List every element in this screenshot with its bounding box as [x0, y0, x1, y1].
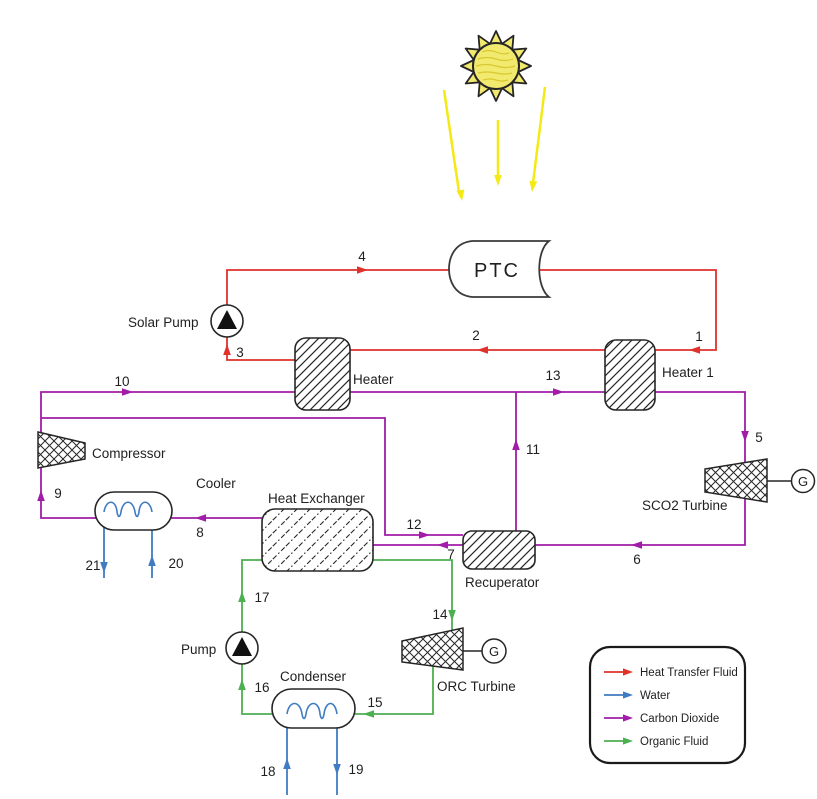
legend-label-water: Water — [640, 690, 670, 702]
legend-box — [588, 645, 747, 765]
arrow-stream-19 — [333, 764, 341, 775]
solar-pump-label: Solar Pump — [128, 315, 199, 330]
sun-icon — [460, 30, 532, 102]
orc-generator — [481, 638, 507, 664]
stream-label-1: 1 — [695, 329, 703, 344]
heater-block — [294, 337, 351, 411]
arrow-stream-12 — [419, 531, 430, 539]
co2-arrows — [37, 388, 749, 549]
solar-pump-impeller — [217, 310, 237, 329]
heater1-label: Heater 1 — [662, 365, 714, 380]
stream-label-8: 8 — [196, 525, 204, 540]
orc-turbine-label: ORC Turbine — [437, 679, 516, 694]
stream-label-6: 6 — [633, 552, 641, 567]
stream-label-7: 7 — [447, 547, 455, 562]
pump-impeller — [232, 637, 252, 656]
arrow-stream-10 — [122, 388, 133, 396]
heater-label: Heater — [353, 372, 394, 387]
cooler-coil — [103, 501, 153, 518]
legend-swatch-htf-arrow — [623, 668, 633, 676]
stream-label-15: 15 — [367, 695, 382, 710]
legend-label-htf: Heat Transfer Fluid — [640, 667, 738, 679]
arrow-stream-4 — [357, 266, 368, 274]
heat-exchanger-label: Heat Exchanger — [268, 491, 365, 506]
stream-label-21: 21 — [85, 558, 100, 573]
stream-label-14: 14 — [432, 607, 448, 622]
stream-label-10: 10 — [114, 374, 129, 389]
compressor-symbol — [37, 431, 86, 469]
sco2-turbine-label: SCO2 Turbine — [642, 498, 728, 513]
orc-line-pump-hx-turbine — [241, 559, 453, 645]
arrow-stream-11 — [512, 439, 520, 450]
stream-label-17: 17 — [254, 590, 269, 605]
orc-turbine-symbol — [401, 627, 464, 671]
recuperator-block — [462, 530, 536, 570]
arrow-stream-6 — [631, 541, 642, 549]
condenser-coil — [286, 702, 338, 720]
ptc-label: PTC — [474, 260, 520, 282]
stream-label-2: 2 — [472, 328, 480, 343]
htf-arrows — [223, 266, 700, 355]
arrow-stream-17 — [238, 591, 246, 602]
legend-label-co2: Carbon Dioxide — [640, 713, 719, 725]
stream-label-11: 11 — [526, 442, 540, 457]
stream-label-5: 5 — [755, 430, 763, 445]
organic-arrows — [238, 591, 456, 718]
arrow-stream-21 — [100, 562, 108, 573]
water-arrows — [100, 555, 341, 775]
arrow-stream-9 — [37, 490, 45, 501]
sun-beam-middle-arrow — [494, 175, 502, 186]
recuperator-label: Recuperator — [465, 575, 540, 590]
heat-exchanger-block — [261, 508, 374, 572]
arrow-stream-16 — [238, 679, 246, 690]
stream-label-9: 9 — [54, 486, 62, 501]
sun-scribble — [475, 49, 516, 82]
condenser-label: Condenser — [280, 669, 347, 684]
htf-line-solar-pump-to-ptc — [226, 269, 460, 306]
cooler-shell — [94, 491, 173, 531]
ptc-symbol — [448, 240, 552, 298]
sun-beam-left-arrow — [456, 189, 465, 201]
compressor-label: Compressor — [92, 446, 166, 461]
arrow-stream-15 — [363, 710, 374, 718]
stream-label-16: 16 — [254, 680, 269, 695]
sco2-turbine-symbol — [704, 458, 768, 503]
arrow-stream-18 — [283, 758, 291, 769]
arrow-stream-3 — [223, 344, 231, 355]
arrow-stream-14 — [448, 610, 456, 621]
arrow-stream-13 — [553, 388, 564, 396]
cooler-label: Cooler — [196, 476, 236, 491]
heater1-block — [604, 339, 656, 411]
sun-beam-right — [531, 86, 547, 184]
legend: Heat Transfer Fluid Water Carbon Dioxide… — [588, 645, 747, 765]
legend-label-organic: Organic Fluid — [640, 736, 708, 748]
stream-numbers: 1 2 3 4 5 6 7 8 9 10 11 12 13 14 15 16 1… — [54, 249, 763, 779]
arrow-stream-7 — [437, 541, 448, 549]
orc-generator-label: G — [489, 644, 499, 659]
stream-label-12: 12 — [406, 517, 421, 532]
legend-swatch-co2-arrow — [623, 714, 633, 722]
stream-label-13: 13 — [545, 368, 560, 383]
arrow-stream-20 — [148, 555, 156, 566]
stream-label-4: 4 — [358, 249, 366, 264]
arrow-stream-5 — [741, 431, 749, 442]
arrow-stream-2 — [477, 346, 488, 354]
sun-beam-left — [442, 89, 461, 193]
arrow-stream-8 — [195, 514, 206, 522]
arrow-stream-1 — [689, 346, 700, 354]
sco2-generator-label: G — [798, 474, 808, 489]
sun-beam-right-arrow — [529, 180, 538, 192]
htf-line-ptc-to-heater1 — [540, 269, 717, 351]
legend-swatch-organic-arrow — [623, 737, 633, 745]
stream-label-3: 3 — [236, 345, 244, 360]
sco2-generator — [790, 468, 816, 494]
legend-swatch-water-arrow — [623, 691, 633, 699]
pump-label: Pump — [181, 642, 216, 657]
sun-beams — [442, 86, 547, 201]
stream-label-19: 19 — [348, 762, 363, 777]
condenser-shell — [271, 688, 356, 729]
stream-label-20: 20 — [168, 556, 183, 571]
stream-label-18: 18 — [260, 764, 275, 779]
